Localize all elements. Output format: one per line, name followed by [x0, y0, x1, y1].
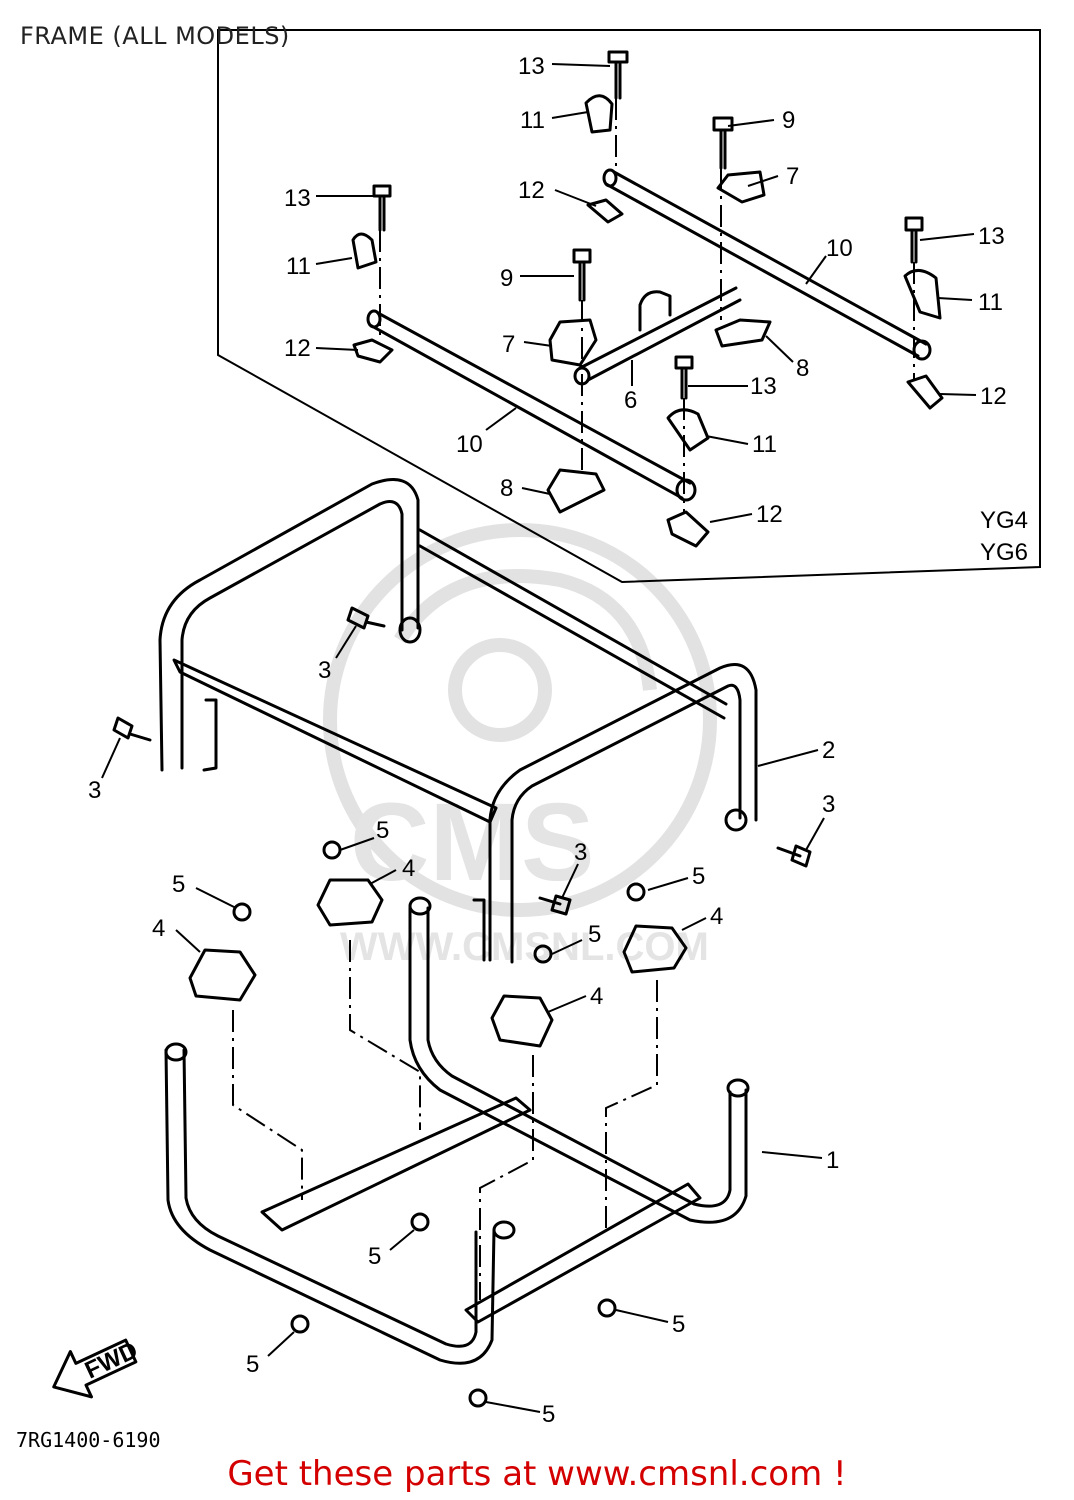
- diagram-code: 7RG1400-6190: [16, 1428, 161, 1452]
- callout-11: 11: [520, 107, 545, 134]
- callout-5: 5: [672, 1311, 685, 1338]
- callout-13: 13: [284, 185, 311, 212]
- callout-10: 10: [456, 431, 483, 458]
- fwd-arrow-icon: FWD: [52, 1337, 142, 1399]
- callout-4: 4: [710, 903, 723, 930]
- callout-labels: 13 11 12 9 7 13 11 12 9 7 10 13 11 6 8 1…: [88, 53, 1007, 1428]
- callout-13: 13: [750, 373, 777, 400]
- bolts-3: [112, 606, 812, 916]
- callout-3: 3: [574, 839, 587, 866]
- callout-4: 4: [402, 855, 415, 882]
- cta-link[interactable]: Get these parts at www.cmsnl.com !: [227, 1454, 847, 1494]
- bracket-8: [546, 318, 772, 514]
- callout-10: 10: [826, 235, 853, 262]
- callout-8: 8: [796, 355, 809, 382]
- callout-5: 5: [588, 921, 601, 948]
- callout-4: 4: [590, 983, 603, 1010]
- callout-6: 6: [624, 387, 637, 414]
- page-title: FRAME (ALL MODELS): [20, 22, 290, 50]
- crossbar-10-left: [366, 309, 697, 502]
- upper-frame-2: [158, 478, 758, 964]
- callout-11: 11: [978, 289, 1003, 316]
- callout-3: 3: [88, 777, 101, 804]
- callout-12: 12: [756, 501, 783, 528]
- callout-2: 2: [822, 737, 835, 764]
- model-label-yg4: YG4: [980, 507, 1028, 534]
- callout-13: 13: [978, 223, 1005, 250]
- callout-5: 5: [376, 817, 389, 844]
- bolts-9-13: [372, 50, 924, 400]
- mounts-4: [188, 878, 688, 1048]
- callout-13: 13: [518, 53, 545, 80]
- callout-5: 5: [246, 1351, 259, 1378]
- callout-9: 9: [782, 107, 795, 134]
- watermark-url: WWW.CMSNL.COM: [340, 925, 709, 969]
- handle-bar-6: [573, 286, 742, 386]
- base-frame-1: [164, 896, 750, 1365]
- callout-4: 4: [152, 915, 165, 942]
- callout-9: 9: [500, 265, 513, 292]
- callout-3: 3: [822, 791, 835, 818]
- model-label-yg6: YG6: [980, 539, 1028, 566]
- callout-1: 1: [826, 1147, 839, 1174]
- callout-5: 5: [172, 871, 185, 898]
- clamp-7: [548, 170, 766, 367]
- watermark: CMS WWW.CMSNL.COM: [323, 523, 717, 969]
- callout-7: 7: [502, 331, 515, 358]
- callout-12: 12: [980, 383, 1007, 410]
- callout-5: 5: [368, 1243, 381, 1270]
- bracket-12: [352, 198, 944, 548]
- nuts-5: [232, 840, 646, 1408]
- callout-8: 8: [500, 475, 513, 502]
- callout-11: 11: [286, 253, 311, 280]
- callout-5: 5: [692, 863, 705, 890]
- fwd-label: FWD: [81, 1337, 142, 1385]
- callout-12: 12: [518, 177, 545, 204]
- watermark-text: CMS: [350, 781, 594, 904]
- callout-7: 7: [786, 163, 799, 190]
- callout-12: 12: [284, 335, 311, 362]
- callout-leaders: [101, 63, 977, 1413]
- callout-5: 5: [542, 1401, 555, 1428]
- callout-3: 3: [318, 657, 331, 684]
- clamp-11: [351, 94, 942, 452]
- assembly-lines: [232, 98, 915, 1300]
- inset-frame: [217, 29, 1041, 584]
- callout-11: 11: [752, 431, 777, 458]
